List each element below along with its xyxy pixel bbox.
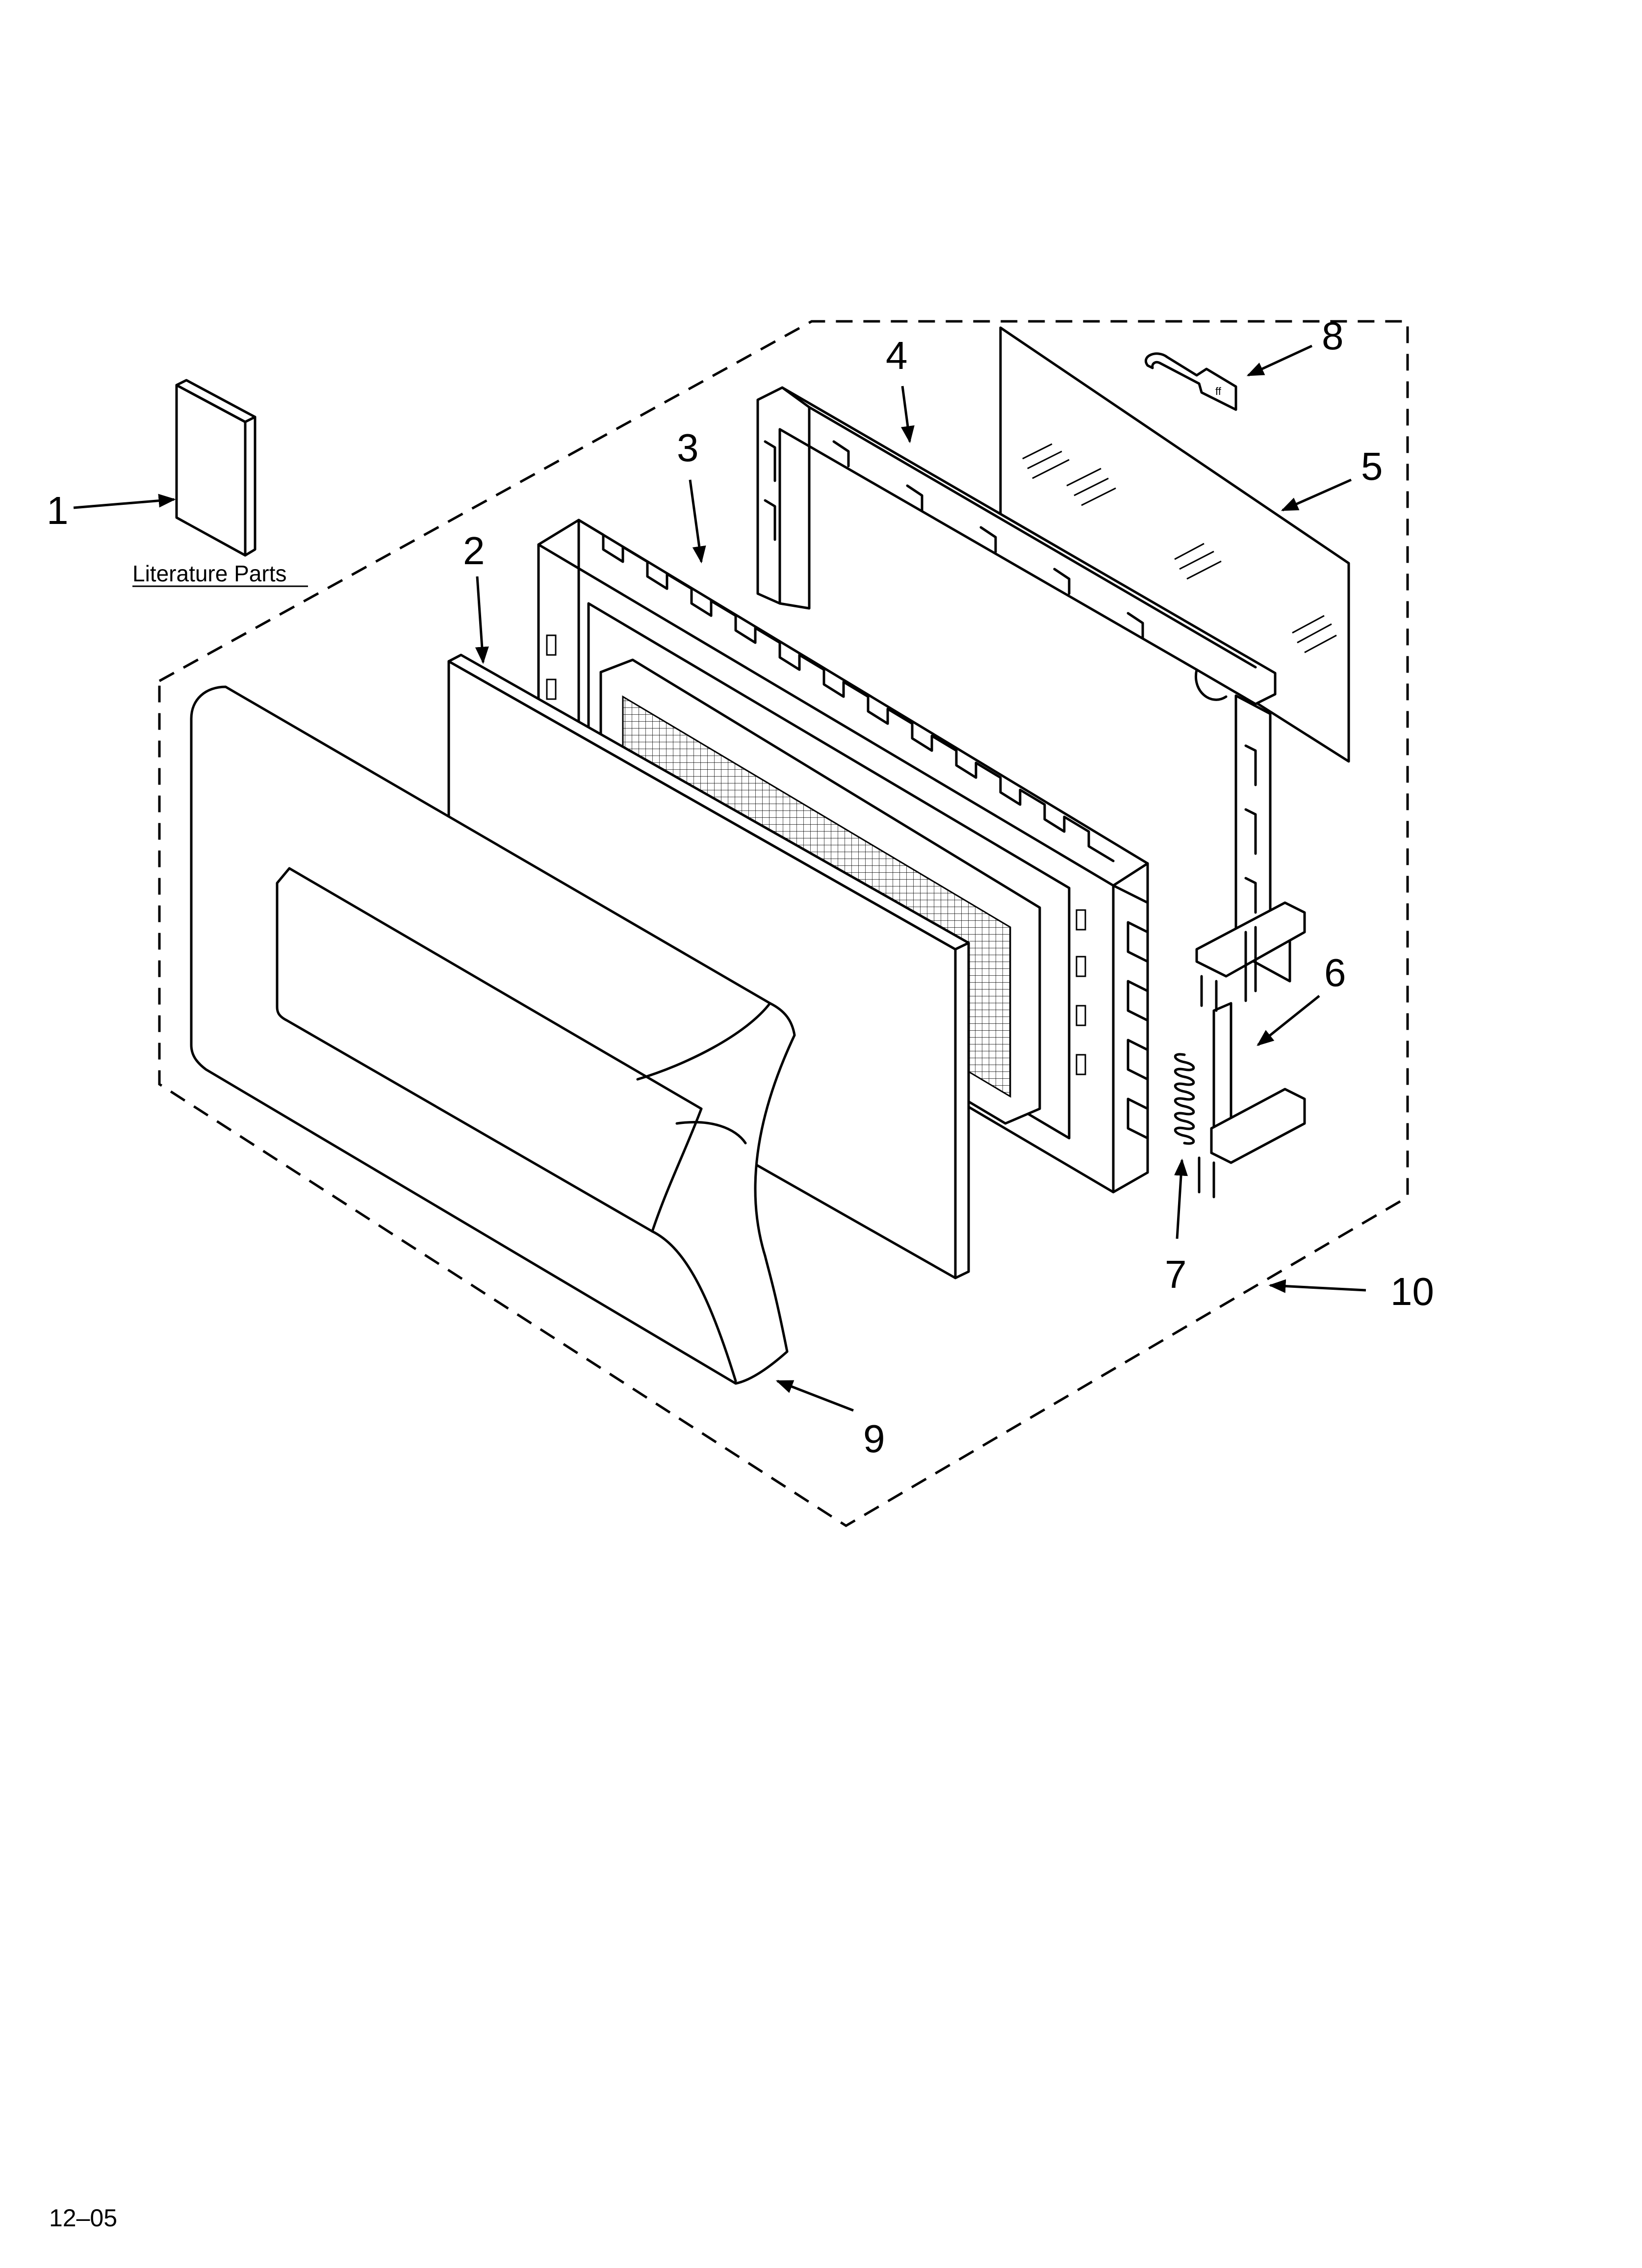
callout-10: 10	[1390, 1270, 1434, 1313]
literature-book-icon	[175, 379, 257, 557]
spring-icon	[1174, 1053, 1195, 1145]
callout-3: 3	[677, 426, 699, 469]
callout-8: 8	[1322, 314, 1344, 358]
callout-6: 6	[1324, 951, 1346, 994]
callout-7: 7	[1165, 1252, 1187, 1296]
svg-text:ff: ff	[1215, 385, 1222, 397]
callout-4: 4	[886, 334, 908, 377]
glass-panel	[999, 326, 1350, 763]
callout-9: 9	[863, 1417, 885, 1460]
assembly-boundary	[158, 320, 1409, 1527]
revision-code: 12–05	[49, 2204, 117, 2232]
callout-5: 5	[1361, 444, 1383, 488]
outer-door	[190, 685, 796, 1385]
hook-bracket-icon: ff	[1144, 352, 1237, 411]
leader-arrows	[73, 344, 1366, 1412]
literature-parts-label: Literature Parts	[132, 561, 286, 586]
callout-1: 1	[47, 489, 69, 532]
callout-2: 2	[463, 529, 485, 573]
rear-frame	[756, 386, 1291, 983]
latch-hook	[1195, 901, 1306, 1199]
